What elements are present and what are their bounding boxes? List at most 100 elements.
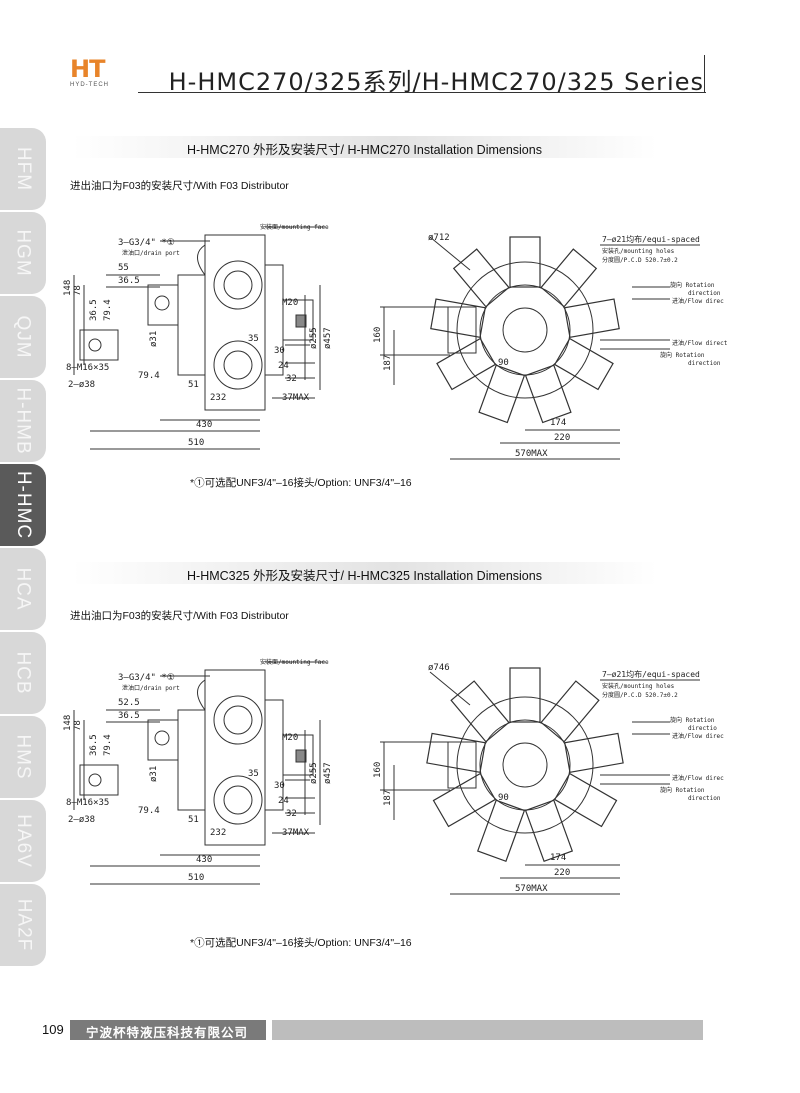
section1-option-note: *①可选配UNF3/4"–16接头/Option: UNF3/4"–16 <box>190 477 412 489</box>
dim-430: 430 <box>196 855 212 865</box>
dim-79-4-v: 79.4 <box>103 734 113 756</box>
dim-570max: 570MAX <box>515 449 548 459</box>
holes-label: 7–ø21均布/equi-spaced <box>602 669 700 679</box>
section2-title-bar: H-HMC325 外形及安装尺寸/ H-HMC325 Installation … <box>72 562 657 584</box>
side-tab-label: HCB <box>13 651 34 695</box>
dim-36-5: 36.5 <box>118 711 140 721</box>
pcd-label: 分度圆/P.C.D 520.7±0.2 <box>602 256 678 264</box>
rotation-bottom-label-2: direction <box>688 795 721 802</box>
company-logo: HT HYD-TECH <box>70 55 130 94</box>
section2-front-view: ø746 7–ø21均布/equi-spaced 安装孔/mounting ho… <box>370 660 730 900</box>
dim-160: 160 <box>373 762 383 778</box>
bolt-label: 8–M16×35 <box>66 363 109 373</box>
side-tab-hms[interactable]: HMS <box>0 716 46 798</box>
section1-side-view: 3–G3/4" *① 泄油口/drain port 安装面/mounting f… <box>60 215 350 465</box>
dim-51: 51 <box>188 815 199 825</box>
side-tab-label: QJM <box>12 315 34 359</box>
flow-top-label: 进油/Flow direc <box>672 732 724 740</box>
section2-option-note: *①可选配UNF3/4"–16接头/Option: UNF3/4"–16 <box>190 937 412 949</box>
logo-mark: HT <box>70 55 105 83</box>
dim-30: 30 <box>274 346 285 356</box>
side-tab-label: H-HMC <box>13 470 35 540</box>
page-header: HT HYD-TECH H-HMC270/325系列/H-HMC270/325 … <box>0 0 800 100</box>
dim-37max: 37MAX <box>282 393 310 403</box>
port-label: 3–G3/4" *① <box>118 673 175 683</box>
side-tab-hcb[interactable]: HCB <box>0 632 46 714</box>
holes-cn-label: 安装孔/mounting holes <box>602 682 675 690</box>
side-tab-ha2f[interactable]: HA2F <box>0 884 46 966</box>
section1-title-bar: H-HMC270 外形及安装尺寸/ H-HMC270 Installation … <box>72 136 657 158</box>
rotation-top-label: 旋向 Rotation <box>670 281 715 289</box>
dim-570max: 570MAX <box>515 884 548 894</box>
rotation-bottom-label-2: direction <box>688 360 721 367</box>
dowel-label: 2–ø38 <box>68 815 95 825</box>
dim-51: 51 <box>188 380 199 390</box>
mount-label: 安装面/mounting face <box>260 223 329 231</box>
dim-255: ø255 <box>309 762 319 784</box>
side-tab-label: HCA <box>13 567 34 611</box>
header-rule <box>138 92 706 93</box>
side-tab-label: H-HMB <box>13 387 34 455</box>
side-tab-hgm[interactable]: HGM <box>0 212 46 294</box>
dim-32: 32 <box>286 809 297 819</box>
side-tab-label: HMS <box>12 734 34 780</box>
dim-79-4: 79.4 <box>138 371 160 381</box>
side-tab-h-hmb[interactable]: H-HMB <box>0 380 46 462</box>
holes-label: 7–ø21均布/equi-spaced <box>602 234 700 244</box>
rotation-top-label-2: direction <box>688 290 721 297</box>
side-tab-h-hmc[interactable]: H-HMC <box>0 464 46 546</box>
dim-174: 174 <box>550 418 566 428</box>
flow-bottom-label: 进油/Flow direc <box>672 774 724 782</box>
dim-m20: M20 <box>282 298 298 308</box>
dim-32: 32 <box>286 374 297 384</box>
dim-255: ø255 <box>309 327 319 349</box>
side-tab-label: HGM <box>13 229 35 277</box>
page-number: 109 <box>42 1022 64 1037</box>
logo-subtext: HYD-TECH <box>70 82 109 88</box>
dim-24: 24 <box>278 361 289 371</box>
side-tab-hfm[interactable]: HFM <box>0 128 46 210</box>
dim-30: 30 <box>274 781 285 791</box>
port-label: 3–G3/4" *① <box>118 238 175 248</box>
flow-bottom-label: 进油/Flow direct <box>672 339 728 347</box>
rotation-bottom-label: 旋向 Rotation <box>660 351 705 359</box>
section1-front-view: ø712 7–ø21均布/equi-spaced 安装孔/mounting ho… <box>370 225 730 465</box>
page-title: H-HMC270/325系列/H-HMC270/325 Series <box>168 68 704 96</box>
dim-36-5-v: 36.5 <box>89 299 99 321</box>
section2-side-view: 3–G3/4" *① 泄油口/drain port 安装面/mounting f… <box>60 650 350 900</box>
dim-90: 90 <box>498 793 509 803</box>
rotation-bottom-label: 旋向 Rotation <box>660 786 705 794</box>
dim-160: 160 <box>373 327 383 343</box>
dim-35: 35 <box>248 334 259 344</box>
dim-148: 148 <box>63 715 73 731</box>
drain-label: 泄油口/drain port <box>122 684 180 692</box>
dim-187: 187 <box>383 355 393 371</box>
outer-diameter: ø712 <box>428 233 450 243</box>
dim-220: 220 <box>554 433 570 443</box>
flow-top-label: 进油/Flow direc <box>672 297 724 305</box>
bolt-label: 8–M16×35 <box>66 798 109 808</box>
dim-24: 24 <box>278 796 289 806</box>
dim-36-5-v: 36.5 <box>89 734 99 756</box>
dim-232: 232 <box>210 828 226 838</box>
outer-diameter: ø746 <box>428 663 450 673</box>
rotation-top-label-2: directio <box>688 725 717 732</box>
dim-79-4-v: 79.4 <box>103 299 113 321</box>
dim-90: 90 <box>498 358 509 368</box>
dim-457: ø457 <box>323 762 333 784</box>
section1-distributor-label: 进出油口为F03的安装尺寸/With F03 Distributor <box>70 180 289 192</box>
dim-35: 35 <box>248 769 259 779</box>
holes-cn-label: 安装孔/mounting holes <box>602 247 675 255</box>
side-tab-hca[interactable]: HCA <box>0 548 46 630</box>
side-tab-ha6v[interactable]: HA6V <box>0 800 46 882</box>
dim-31: ø31 <box>149 331 159 347</box>
dim-79-4: 79.4 <box>138 806 160 816</box>
section2-distributor-label: 进出油口为F03的安装尺寸/With F03 Distributor <box>70 610 289 622</box>
footer-rule-bar <box>272 1020 703 1040</box>
dim-m20: M20 <box>282 733 298 743</box>
side-tab-qjm[interactable]: QJM <box>0 296 46 378</box>
dim-510: 510 <box>188 438 204 448</box>
dowel-label: 2–ø38 <box>68 380 95 390</box>
dim-430: 430 <box>196 420 212 430</box>
section2-title: H-HMC325 外形及安装尺寸/ H-HMC325 Installation … <box>187 569 542 583</box>
